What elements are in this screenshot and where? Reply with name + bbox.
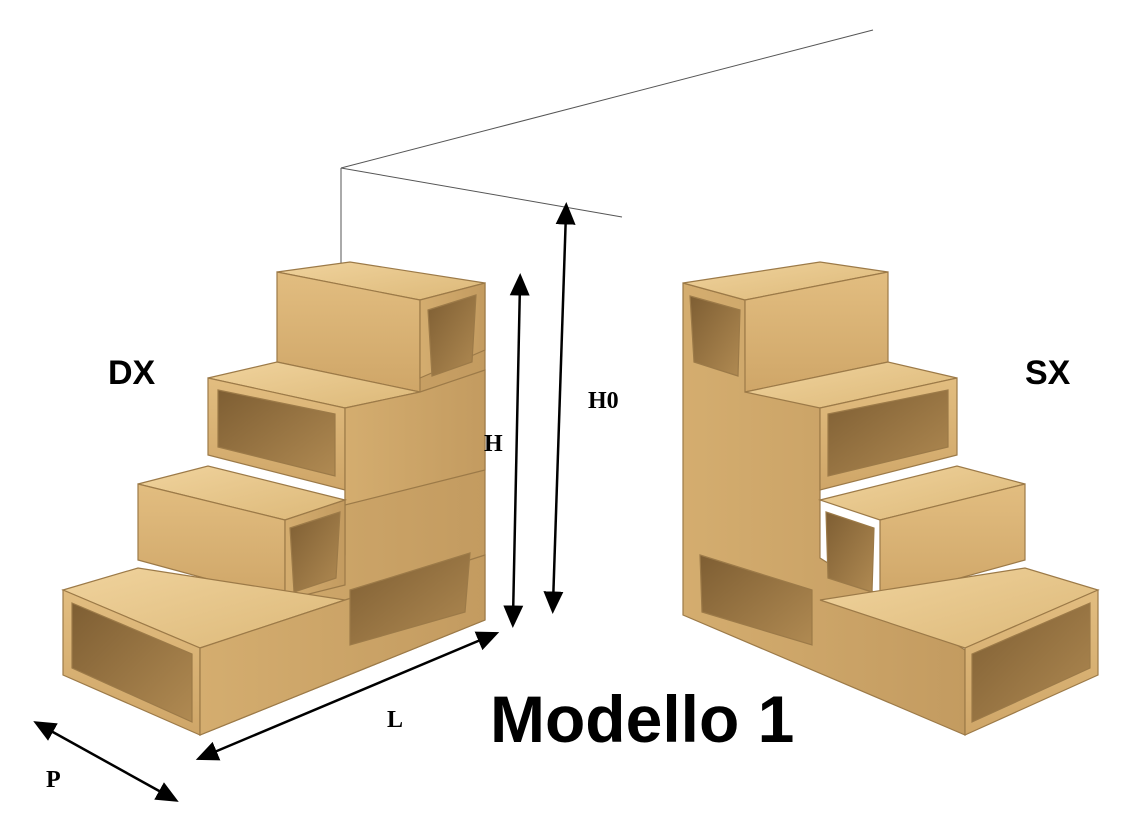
step-4-opening bbox=[427, 294, 477, 377]
model-title: Modello 1 bbox=[490, 682, 794, 756]
dimension-h-arrow bbox=[503, 273, 530, 628]
step-2-opening bbox=[289, 511, 341, 593]
sx-step-4-opening bbox=[689, 295, 741, 377]
step-3-opening bbox=[217, 389, 336, 477]
stair-sx bbox=[682, 261, 1100, 736]
label-p: P bbox=[46, 767, 61, 793]
dimension-h0-arrow bbox=[543, 202, 576, 614]
dimension-l-arrow bbox=[195, 631, 500, 761]
base-side-opening bbox=[349, 552, 471, 646]
sx-base-side-opening bbox=[699, 554, 813, 646]
sx-step-1-opening bbox=[971, 602, 1091, 723]
sx-step-2-front bbox=[879, 483, 1026, 601]
label-l: L bbox=[387, 707, 403, 733]
dimension-arrows bbox=[33, 202, 576, 802]
label-h: H bbox=[484, 431, 503, 457]
label-dx: DX bbox=[108, 354, 156, 392]
label-h0: H0 bbox=[588, 388, 619, 414]
step-1-opening bbox=[71, 602, 193, 723]
sx-step-3-opening bbox=[827, 389, 949, 477]
sx-step-2-opening bbox=[825, 511, 875, 593]
perspective-lines bbox=[340, 29, 874, 263]
step-3-side bbox=[344, 369, 486, 506]
dimension-p-arrow bbox=[33, 721, 179, 802]
label-sx: SX bbox=[1025, 354, 1071, 392]
